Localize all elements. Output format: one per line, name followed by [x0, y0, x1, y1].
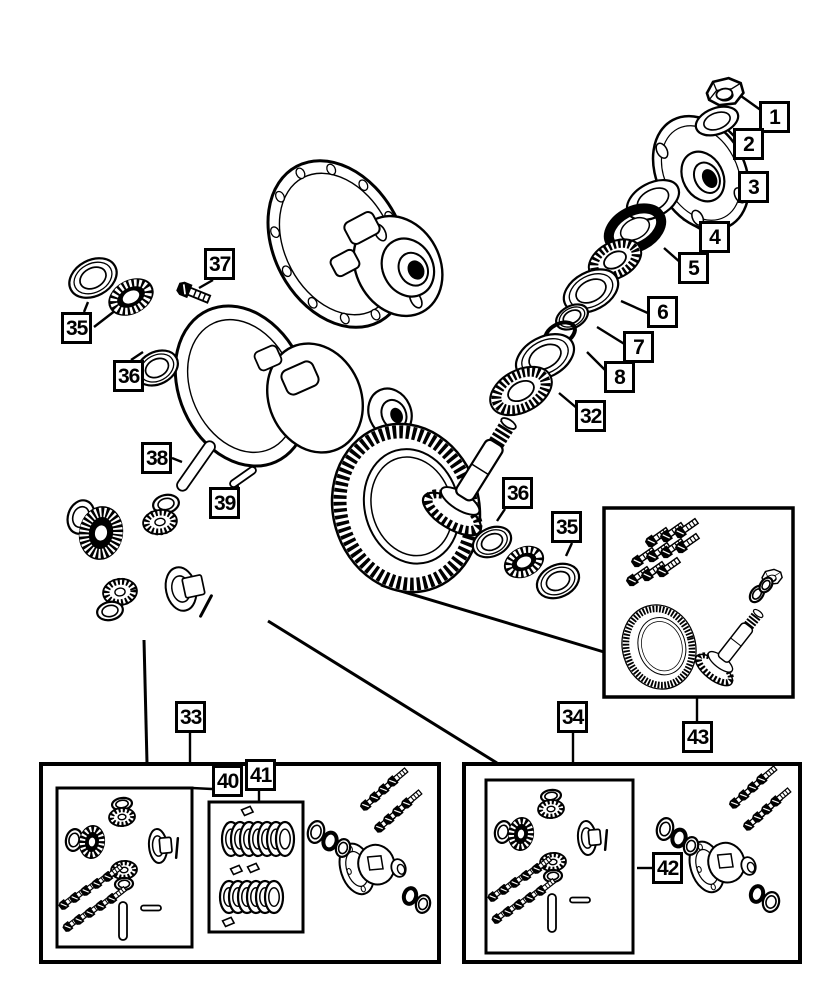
group-line-to-box-34	[267, 619, 498, 765]
callout-42[interactable]: 42	[652, 852, 684, 884]
callout-7[interactable]: 7	[623, 331, 654, 363]
leader-7	[596, 325, 627, 347]
clutch-clip	[246, 862, 261, 874]
o-ring	[655, 817, 675, 841]
side-gear	[507, 817, 535, 851]
diff-bearing-left	[108, 278, 154, 316]
callout-34[interactable]: 34	[557, 701, 589, 733]
callout-38[interactable]: 38	[141, 442, 173, 474]
lock-pin	[229, 466, 257, 488]
callout-35-right[interactable]: 35	[551, 511, 583, 543]
callout-41[interactable]: 41	[245, 759, 277, 791]
lock-pin	[140, 904, 162, 912]
c-clip-pin	[199, 594, 213, 618]
pinion-gear	[142, 508, 178, 536]
small-parts-layer	[57, 105, 793, 941]
leader-38	[171, 456, 183, 464]
leader-6	[620, 299, 651, 316]
leader-8	[586, 351, 608, 373]
callout-36-left[interactable]: 36	[113, 360, 145, 392]
callout-39[interactable]: 39	[209, 487, 241, 519]
o-ring	[306, 820, 326, 844]
diff-bearing-cup-right	[535, 562, 581, 600]
pinion-washer	[758, 576, 774, 594]
pinion-nut	[703, 74, 747, 110]
seal-ring	[321, 830, 339, 852]
c-clip-pin	[174, 837, 180, 859]
callout-6[interactable]: 6	[647, 296, 678, 328]
callout-36-right[interactable]: 36	[502, 477, 534, 509]
leader-35-left-b	[93, 309, 117, 328]
callout-33[interactable]: 33	[175, 701, 207, 733]
callout-5[interactable]: 5	[678, 252, 709, 284]
front-bearing-cup	[562, 268, 620, 314]
clutch-clip	[221, 916, 236, 928]
diff-bearing-cup-left	[68, 257, 118, 299]
leader-36-left	[130, 351, 144, 361]
differential-case-lower	[173, 304, 413, 468]
leader-40	[191, 786, 213, 791]
group-line-to-box-43	[380, 583, 605, 654]
cross-shaft	[547, 893, 557, 933]
pinion-washer	[694, 105, 740, 137]
retainer-ring	[334, 838, 352, 858]
thrust-washer	[493, 820, 513, 844]
retainer-ring	[414, 894, 432, 914]
callout-8[interactable]: 8	[604, 361, 635, 393]
diff-bearing-shim-right	[471, 525, 513, 559]
leader-36-right	[496, 508, 506, 522]
c-clip-pin	[603, 829, 609, 851]
thrust-washer	[542, 868, 564, 884]
thrust-washer	[96, 600, 124, 622]
retainer-ring	[682, 836, 700, 856]
differential-case-upper	[266, 159, 444, 329]
callout-40[interactable]: 40	[212, 765, 244, 797]
diff-bearing-shim-left	[135, 349, 179, 387]
clutch-clip	[240, 805, 255, 817]
lock-pin	[569, 896, 591, 904]
callout-32[interactable]: 32	[575, 400, 607, 432]
leader-32	[558, 392, 579, 410]
callout-1[interactable]: 1	[759, 101, 790, 133]
callout-35-left[interactable]: 35	[61, 312, 93, 344]
thrust-washer	[64, 828, 84, 852]
callout-2[interactable]: 2	[733, 128, 764, 160]
callout-3[interactable]: 3	[738, 171, 769, 203]
rear-pinion-bearing	[489, 365, 553, 417]
leader-37	[198, 278, 214, 290]
cross-shaft	[118, 901, 128, 941]
diff-bearing-right	[503, 545, 545, 579]
group-line-to-box-33	[142, 639, 149, 764]
pinion-mate-shaft	[176, 440, 216, 492]
side-gear-flanged	[164, 566, 206, 612]
side-gear	[78, 825, 106, 859]
side-gear-flanged	[147, 828, 173, 864]
pinion-gear	[537, 798, 565, 820]
leader-35-left-a	[82, 301, 90, 313]
clutch-disc	[274, 820, 296, 858]
leader-1	[740, 95, 763, 112]
side-gear	[78, 506, 124, 560]
callout-43[interactable]: 43	[682, 721, 714, 753]
clutch-clip	[229, 864, 244, 876]
leader-35-right	[564, 542, 574, 557]
side-gear-flanged	[576, 820, 602, 856]
pinion-gear	[108, 806, 136, 828]
seal-ring	[401, 886, 419, 906]
retainer-ring	[761, 891, 781, 913]
clutch-disc	[263, 879, 285, 915]
callout-37[interactable]: 37	[204, 248, 236, 280]
callout-4[interactable]: 4	[699, 221, 730, 253]
seal-ring	[748, 884, 766, 904]
